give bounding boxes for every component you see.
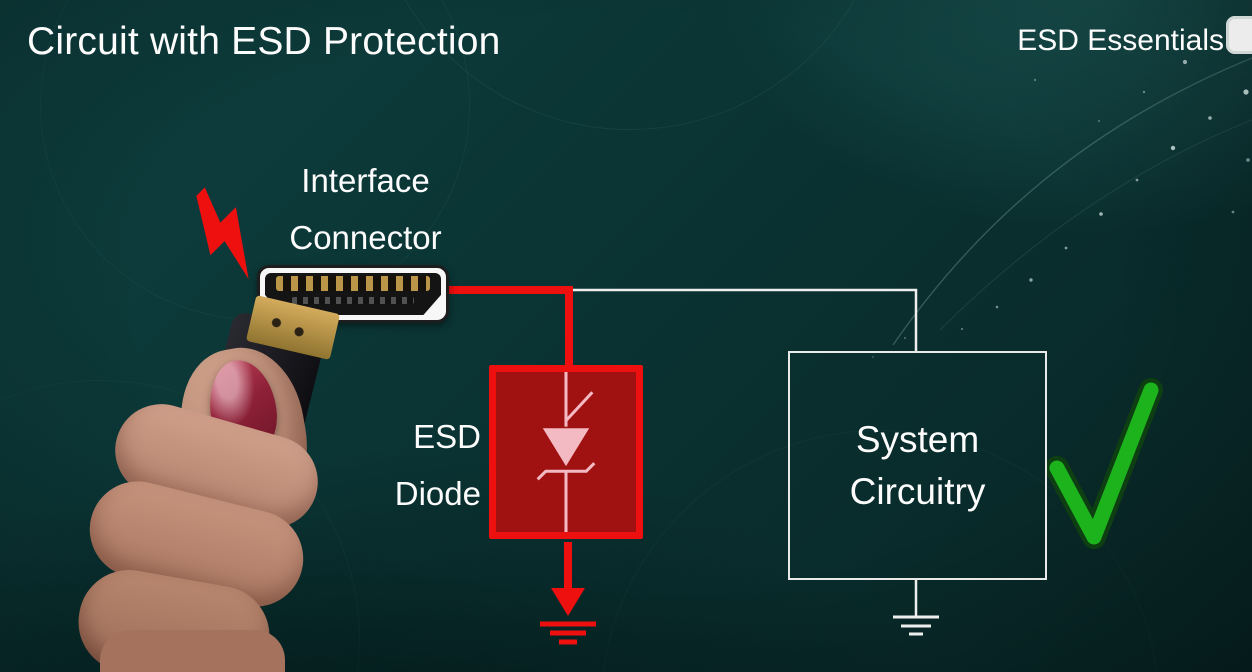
ground-symbol-left [540,621,596,645]
interface-connector-label: Interface Connector [238,152,493,266]
background-circle [0,380,360,672]
hdmi-connector [257,265,449,323]
red-wire [445,286,573,365]
interface-connector-label-line2: Connector [289,219,442,256]
finger [70,562,278,672]
esd-diode-box [489,365,643,539]
system-circuitry-box: System Circuitry [788,351,1047,580]
slide-title: Circuit with ESD Protection [27,20,501,63]
ground-symbol-right [893,580,939,636]
hdmi-cable-body [207,310,328,442]
palm [100,630,285,672]
brand-text: ESD Essentials [1017,24,1224,57]
star-dots [872,45,1250,358]
esd-diode-label: ESD Diode [330,408,481,522]
checkmark-icon [1045,378,1163,549]
zener-diode-symbol [536,372,596,532]
esd-diode-label-line2: Diode [394,475,481,512]
white-wire [569,288,918,352]
light-arc [939,119,1252,331]
brand-logo-partial [1226,16,1252,54]
system-circuitry-label-line2: Circuitry [849,470,986,512]
thumb-nail [203,355,283,461]
light-arc [892,57,1252,346]
interface-connector-label-line1: Interface [301,162,430,199]
finger [79,471,314,617]
system-circuitry-label-line1: System [855,418,980,460]
thumb [169,338,319,526]
hdmi-pins-top-row [276,276,430,291]
finger [104,393,329,539]
hdmi-pins-bottom-row [292,297,414,304]
esd-diode-label-line1: ESD [413,418,481,455]
red-arrow-to-ground [551,542,585,616]
